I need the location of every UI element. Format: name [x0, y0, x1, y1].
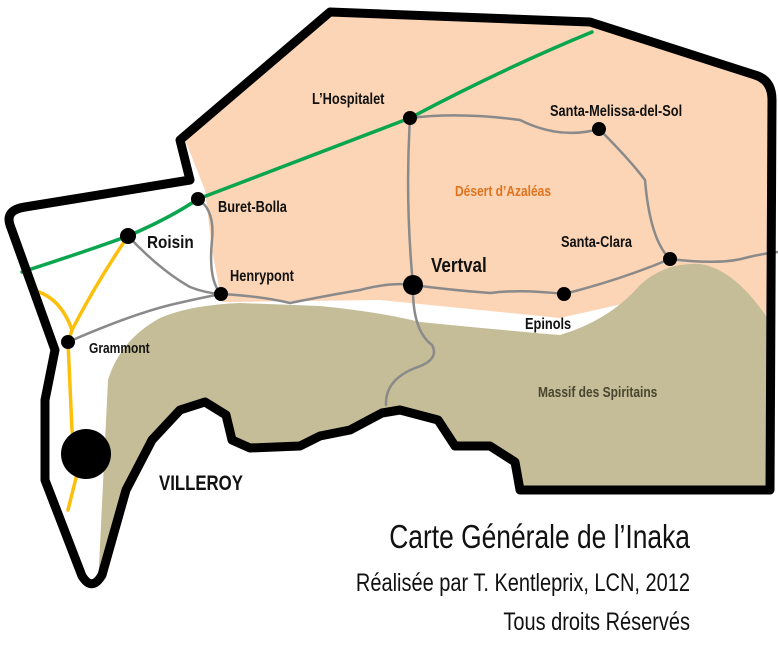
road-roisin-henrypont — [126, 234, 223, 296]
rail-line-green — [20, 30, 594, 274]
city-marker-roisin[interactable] — [120, 228, 136, 244]
map-title: Carte Générale de l’Inaka — [389, 519, 690, 555]
city-marker-santa-melissa[interactable] — [592, 122, 606, 136]
city-label-buret-bolla: Buret-Bolla — [218, 199, 288, 217]
road-buretbolla-henrypont — [196, 197, 223, 296]
map-credit: Réalisée par T. Kentleprix, LCN, 2012 — [356, 569, 690, 597]
road-hospitalet-santamelissa — [408, 114, 601, 135]
city-marker-santa-clara[interactable] — [663, 252, 677, 266]
desert-region — [180, 12, 772, 320]
road-yellow-main — [66, 234, 130, 512]
region-label-desert: Désert d’Azaléas — [455, 183, 551, 200]
road-vertval-epinols — [411, 283, 566, 296]
city-label-hospitalet: L’Hospitalet — [312, 91, 385, 109]
city-label-villeroy: VILLEROY — [159, 472, 243, 495]
city-label-santa-melissa: Santa-Melissa-del-Sol — [550, 103, 682, 121]
city-marker-henrypont[interactable] — [214, 287, 228, 301]
map-rights: Tous droits Réservés — [503, 608, 690, 636]
city-marker-epinols[interactable] — [557, 287, 571, 301]
city-marker-grammont[interactable] — [61, 335, 75, 349]
road-epinols-santaclara — [562, 250, 778, 296]
road-henrypont-vertval — [219, 282, 415, 305]
city-label-santa-clara: Santa-Clara — [561, 234, 633, 252]
city-marker-villeroy[interactable] — [61, 429, 111, 479]
road-santamelissa-santaclara — [597, 127, 672, 261]
country-border — [4, 7, 777, 589]
city-label-epinols: Epinols — [525, 316, 571, 334]
road-hospitalet-vertval — [384, 116, 436, 407]
city-label-roisin: Roisin — [147, 232, 194, 252]
city-marker-vertval[interactable] — [403, 275, 423, 295]
city-label-grammont: Grammont — [89, 340, 150, 357]
region-label-mountains: Massif des Spiritains — [538, 384, 657, 401]
city-label-vertval: Vertval — [431, 254, 487, 277]
city-marker-buret-bolla[interactable] — [191, 192, 205, 206]
city-label-henrypont: Henrypont — [230, 268, 294, 286]
road-grammont-henrypont — [66, 292, 223, 344]
city-marker-hospitalet[interactable] — [403, 111, 417, 125]
